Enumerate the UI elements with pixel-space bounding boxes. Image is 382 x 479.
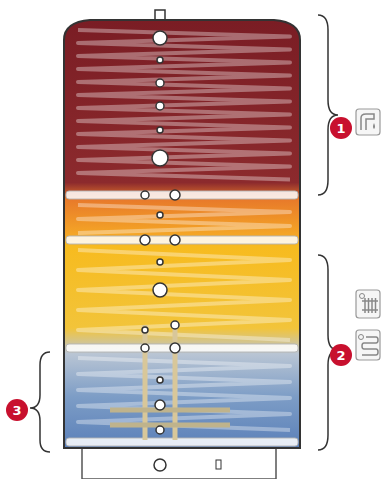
tank-bottom bbox=[64, 447, 300, 449]
heat-exchanger-coils bbox=[78, 30, 290, 430]
radiator-icon bbox=[356, 290, 380, 318]
tank-stand bbox=[82, 448, 276, 479]
floor-heating-icon bbox=[356, 330, 380, 360]
stratification-plates bbox=[66, 191, 298, 446]
hot-water-tap-icon bbox=[356, 109, 380, 135]
zone-brackets bbox=[30, 15, 338, 452]
internal-pipes bbox=[110, 325, 230, 440]
connection-openings bbox=[140, 31, 180, 434]
callout-number: 2 bbox=[330, 344, 352, 366]
callout-number: 1 bbox=[330, 117, 352, 139]
callout-number: 3 bbox=[6, 399, 28, 421]
tank-body bbox=[64, 20, 300, 448]
